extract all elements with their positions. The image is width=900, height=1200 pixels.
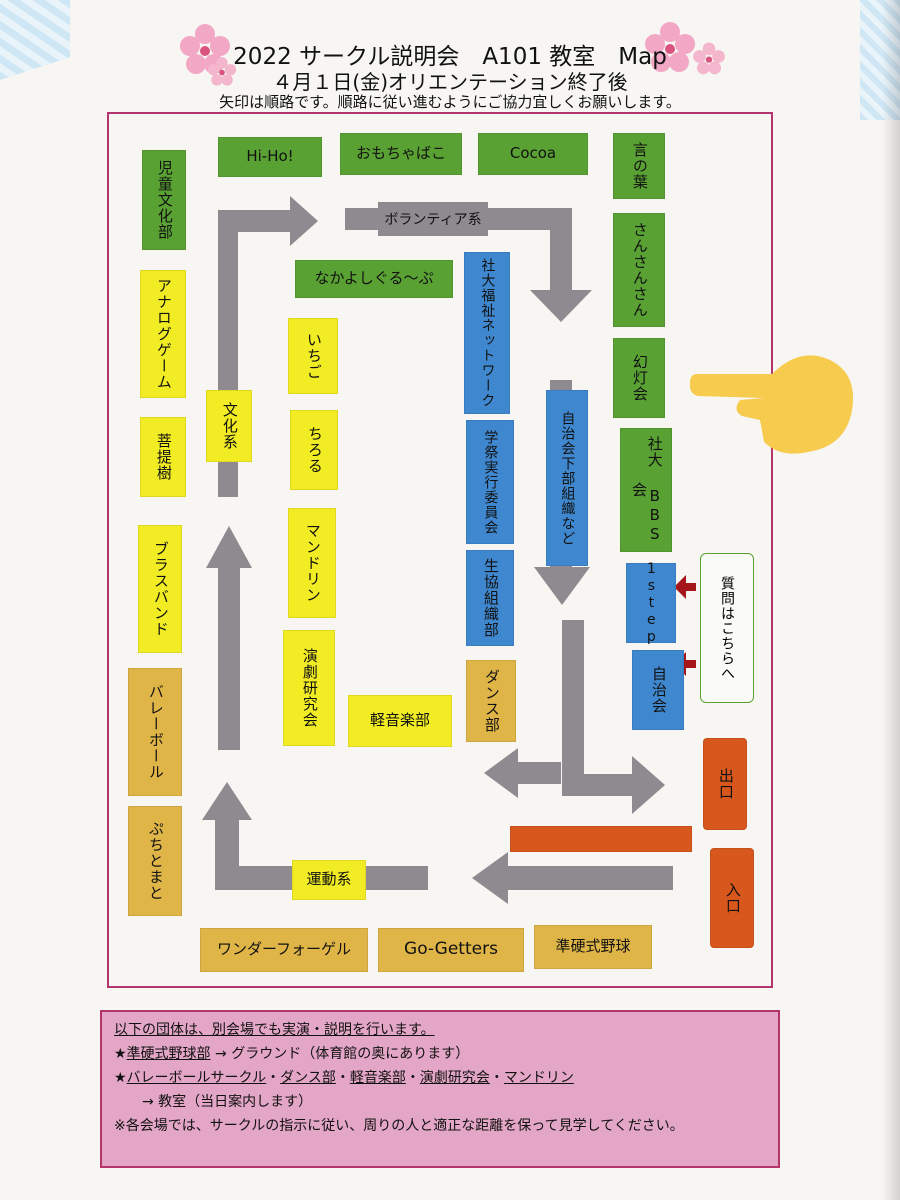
route-bunka: 文化系 xyxy=(206,390,252,462)
club-jichikai-kabu: 自治会下部組織など xyxy=(546,390,588,566)
club-shadai-fukushi-network: 社大福祉ネットワーク xyxy=(464,252,510,414)
club-junkou-yakyu: 準硬式野球 xyxy=(534,925,652,969)
club-kotonoha: 言の葉 xyxy=(613,133,665,199)
note-heading: 以下の団体は、別会場でも実演・説明を行います。 xyxy=(114,1022,435,1038)
club-gentoukai: 幻灯会 xyxy=(613,338,665,418)
separator: ・ xyxy=(489,1070,504,1086)
separator: ・ xyxy=(266,1070,281,1086)
note-line-4: → 教室（当日案内します） xyxy=(142,1094,313,1110)
club-chiroru: ちろる xyxy=(290,410,338,490)
note-club-mandolin: マンドリン xyxy=(503,1070,574,1086)
club-hiho: Hi-Ho! xyxy=(218,137,322,177)
cherry-blossom-icon xyxy=(693,42,725,75)
club-go-getters: Go-Getters xyxy=(378,928,524,972)
route-undou: 運動系 xyxy=(292,860,366,900)
cherry-blossom-icon xyxy=(207,57,237,86)
entrance-exit-divider xyxy=(510,826,692,852)
club-wandervogel: ワンダーフォーゲル xyxy=(200,928,368,972)
separator: ・ xyxy=(335,1070,350,1086)
club-analog-game: アナログゲーム xyxy=(140,270,186,398)
star-mark: ★ xyxy=(114,1046,127,1062)
club-jidou-bunka: 児童文化部 xyxy=(142,150,186,250)
club-puchitomato: ぷちとまと xyxy=(128,806,182,916)
note-line-5: ※各会場では、サークルの指示に従い、周りの人と適正な距離を保って見学してください… xyxy=(114,1118,684,1134)
masking-tape-right xyxy=(860,0,900,120)
club-1step: 1step xyxy=(626,561,676,646)
note-club-engeki: 演劇研究会 xyxy=(419,1070,490,1086)
alternate-venues-note: 以下の団体は、別会場でも実演・説明を行います。 ★準硬式野球部 → グラウンド（… xyxy=(100,1010,780,1168)
question-desk: 質問はこちらへ xyxy=(700,553,754,703)
route-instruction: 矢印は順路です。順路に従い進むようにご協力宜しくお願いします。 xyxy=(219,93,681,111)
star-mark: ★ xyxy=(114,1070,127,1086)
note-line-3: ★バレーボールサークル・ダンス部・軽音楽部・演劇研究会・マンドリン xyxy=(114,1066,778,1090)
map-title: 2022 サークル説明会 A101 教室 Map xyxy=(233,44,667,70)
separator: ・ xyxy=(405,1070,420,1086)
club-sansansan: さんさんさん xyxy=(613,213,665,327)
club-volleyball: バレーボール xyxy=(128,668,182,796)
note-club-dance: ダンス部 xyxy=(280,1070,336,1086)
club-jichikai: 自治会 xyxy=(632,650,684,730)
club-mandolin: マンドリン xyxy=(288,508,336,618)
club-omochabako: おもちゃばこ xyxy=(340,133,462,175)
club-bodaiju: 菩提樹 xyxy=(140,417,186,497)
club-seikyo: 生協組織部 xyxy=(466,550,514,646)
note-club-keion: 軽音楽部 xyxy=(349,1070,406,1086)
club-cocoa: Cocoa xyxy=(478,133,588,175)
club-brass-band: ブラスバンド xyxy=(138,525,182,653)
club-nakayoshi: なかよしぐる～ぷ xyxy=(295,260,453,298)
note-line-2: ★準硬式野球部 → グラウンド（体育館の奥にあります） xyxy=(114,1042,778,1066)
note-club-junkou: 準硬式野球部 xyxy=(126,1046,211,1062)
paper-edge-shadow xyxy=(882,0,900,1200)
note-line-1: 以下の団体は、別会場でも実演・説明を行います。 xyxy=(114,1018,778,1042)
classroom-frame xyxy=(107,112,773,988)
club-keion: 軽音楽部 xyxy=(348,695,452,747)
pointing-hand-icon xyxy=(690,355,854,454)
club-engeki: 演劇研究会 xyxy=(283,630,335,746)
note-venue-ground: → グラウンド（体育館の奥にあります） xyxy=(210,1046,470,1062)
question-desk-label: 質問はこちらへ xyxy=(719,575,735,681)
route-volunteer-label: ボランティア系 xyxy=(384,209,482,229)
club-ichigo: いちご xyxy=(288,318,338,394)
entrance-door: 入口 xyxy=(710,848,754,948)
cherry-blossom-icon xyxy=(645,22,695,72)
club-gakusai-jikkou: 学祭実行委員会 xyxy=(466,420,514,544)
club-shadai-bbs: 社大 BBS 会 xyxy=(620,428,672,552)
club-dance: ダンス部 xyxy=(466,660,516,742)
exit-door: 出口 xyxy=(703,738,747,830)
map-subtitle: ４月１日(金)オリエンテーション終了後 xyxy=(272,70,628,94)
route-volunteer: ボランティア系 xyxy=(378,202,488,236)
note-club-volley: バレーボールサークル xyxy=(126,1070,267,1086)
